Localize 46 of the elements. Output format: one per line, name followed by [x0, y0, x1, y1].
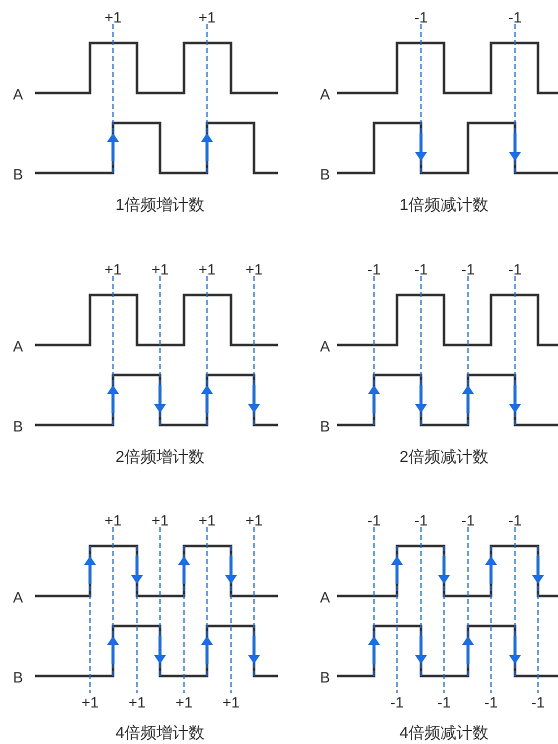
count-label: -1 [508, 10, 522, 26]
panel-caption: 2倍频增计数 [116, 450, 204, 466]
signal-name: B [13, 168, 23, 182]
count-label: +1 [104, 262, 122, 278]
count-label: -1 [508, 514, 522, 528]
count-label: -1 [531, 696, 545, 710]
count-label: +1 [245, 514, 263, 528]
panel-caption: 1倍频减计数 [400, 198, 488, 214]
panel-caption: 4倍频减计数 [400, 726, 488, 742]
count-label: +1 [151, 262, 169, 278]
signal-name: A [13, 88, 23, 102]
count-label: -1 [437, 696, 451, 710]
count-label: -1 [461, 262, 475, 278]
signal-name: B [13, 670, 23, 686]
signal-name: B [320, 420, 330, 434]
signal-name: B [320, 670, 330, 686]
count-label: -1 [414, 514, 428, 528]
signal-name: B [13, 420, 23, 434]
count-label: +1 [175, 696, 193, 710]
panel-caption: 4倍频增计数 [116, 726, 204, 742]
count-label: -1 [367, 262, 381, 278]
signal-name: A [320, 340, 330, 354]
panel-caption: 1倍频增计数 [116, 198, 204, 214]
count-label: +1 [222, 696, 240, 710]
count-label: -1 [414, 262, 428, 278]
panel-caption: 2倍频减计数 [400, 450, 488, 466]
count-label: -1 [484, 696, 498, 710]
signal-name: A [320, 590, 330, 606]
signal-name: A [13, 590, 23, 606]
count-label: +1 [81, 696, 99, 710]
count-label: +1 [104, 10, 122, 26]
count-label: +1 [198, 262, 216, 278]
signal-name: B [320, 168, 330, 182]
signal-name: A [320, 88, 330, 102]
count-label: -1 [390, 696, 404, 710]
count-label: +1 [198, 10, 216, 26]
count-label: +1 [128, 696, 146, 710]
count-label: -1 [367, 514, 381, 528]
count-label: +1 [104, 514, 122, 528]
count-label: -1 [414, 10, 428, 26]
count-label: +1 [198, 514, 216, 528]
count-label: +1 [245, 262, 263, 278]
count-label: -1 [508, 262, 522, 278]
count-label: -1 [461, 514, 475, 528]
count-label: +1 [151, 514, 169, 528]
signal-name: A [13, 340, 23, 354]
